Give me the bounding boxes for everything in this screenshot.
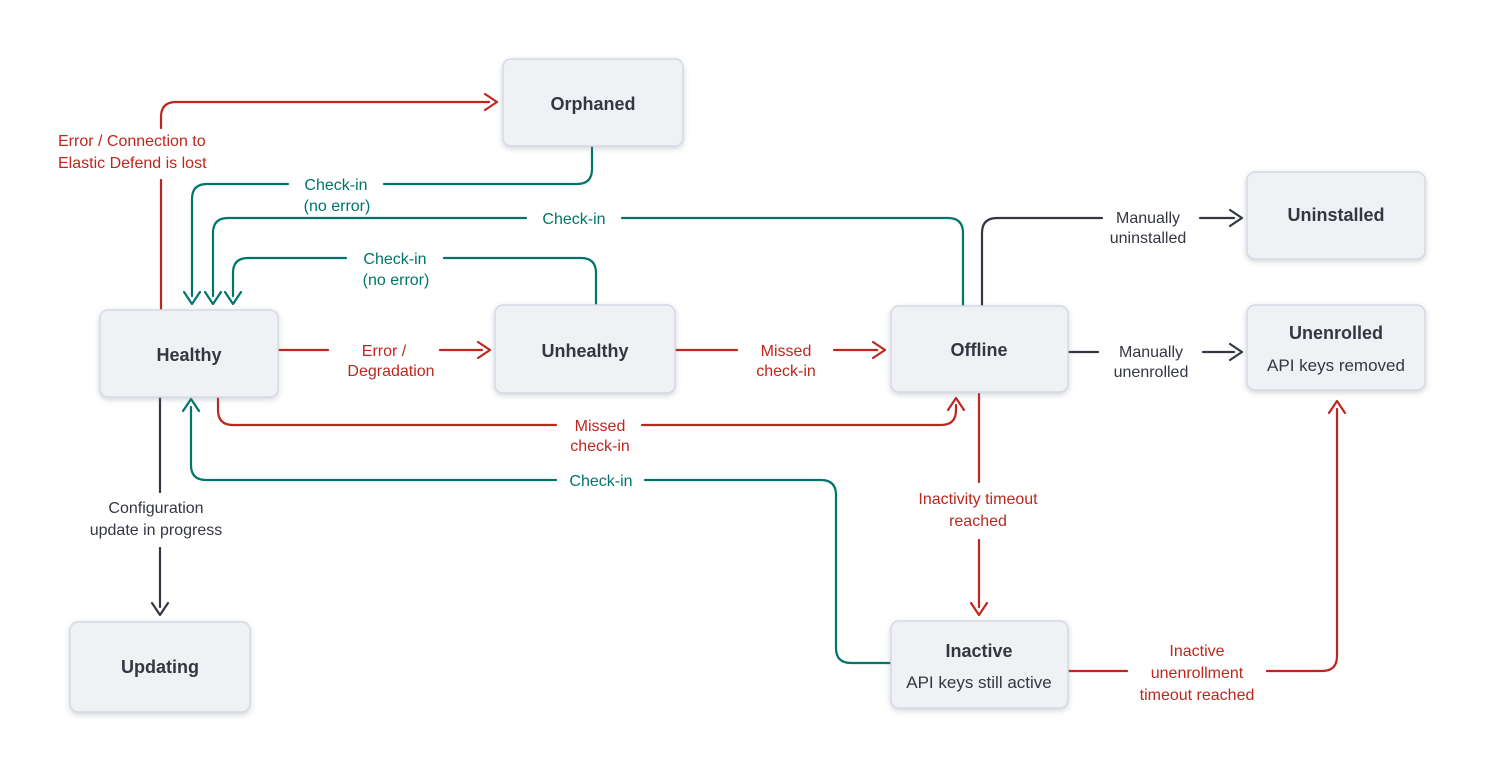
edge-offline-to-healthy: Check-in — [203, 211, 965, 308]
edge-label: check-in — [756, 363, 816, 380]
arrowhead-right-icon — [871, 340, 887, 360]
edge-label: (no error) — [363, 272, 430, 289]
state-node-unenrolled: Unenrolled API keys removed — [1246, 304, 1426, 391]
edge-label: timeout reached — [1140, 687, 1255, 704]
node-sublabel: API keys still active — [906, 673, 1052, 692]
arrowhead-down-icon — [223, 290, 243, 306]
edge-label: unenrollment — [1151, 665, 1244, 682]
edge-unhealthy-to-healthy: Check-in (no error) — [223, 251, 598, 307]
state-node-uninstalled: Uninstalled — [1246, 171, 1426, 260]
edge-line — [190, 182, 290, 298]
node-box — [1246, 304, 1426, 391]
edge-label: unenrolled — [1114, 364, 1189, 381]
edge-line — [159, 100, 491, 130]
edge-label: Degradation — [347, 363, 434, 380]
node-box — [494, 304, 676, 394]
edge-label: Manually — [1116, 210, 1180, 227]
edge-label: Check-in — [542, 211, 605, 228]
edge-line — [442, 256, 598, 307]
arrowhead-down-icon — [182, 290, 202, 306]
edge-line — [382, 144, 594, 186]
edge-label: Elastic Defend is lost — [58, 155, 207, 172]
node-label: Offline — [951, 340, 1008, 360]
arrowhead-up-icon — [181, 397, 201, 413]
edge-label: check-in — [570, 438, 630, 455]
state-node-offline: Offline — [890, 305, 1069, 393]
edge-label: Check-in — [363, 251, 426, 268]
edge-label: Manually — [1119, 344, 1183, 361]
node-sublabel: API keys removed — [1267, 356, 1405, 375]
arrowhead-up-icon — [946, 396, 966, 412]
arrowhead-up-icon — [1327, 399, 1347, 415]
edge-offline-to-inactive: Inactivity timeout reached — [918, 392, 1038, 617]
edge-line — [640, 403, 958, 427]
node-label: Unhealthy — [541, 341, 628, 361]
edge-healthy-to-unhealthy: Error / Degradation — [276, 340, 492, 380]
edge-orphaned-to-healthy: Check-in (no error) — [182, 144, 594, 306]
edge-label: reached — [949, 513, 1007, 530]
arrowhead-down-icon — [150, 601, 170, 617]
edge-label: (no error) — [304, 198, 371, 215]
node-box — [99, 309, 279, 398]
node-box — [890, 620, 1069, 709]
edge-line — [231, 256, 348, 298]
edge-inactive-to-unenrolled: Inactive unenrollment timeout reached — [1066, 399, 1347, 704]
arrowhead-down-icon — [203, 290, 223, 306]
node-label: Healthy — [156, 345, 221, 365]
state-node-healthy: Healthy — [99, 309, 279, 398]
edge-label: Error / — [362, 343, 407, 360]
edge-label: Missed — [575, 418, 626, 435]
node-box — [502, 58, 684, 147]
edge-line — [216, 395, 558, 427]
node-label: Orphaned — [550, 94, 635, 114]
node-box — [69, 621, 251, 713]
node-label: Unenrolled — [1289, 323, 1383, 343]
node-box — [890, 305, 1069, 393]
edge-label: update in progress — [90, 522, 223, 539]
edge-label: Check-in — [304, 177, 367, 194]
edge-offline-to-uninstalled: Manually uninstalled — [980, 208, 1244, 308]
edge-healthy-to-orphaned: Error / Connection to Elastic Defend is … — [58, 92, 499, 312]
state-node-updating: Updating — [69, 621, 251, 713]
arrowhead-right-icon — [483, 92, 499, 112]
edge-unhealthy-to-offline: Missed check-in — [673, 340, 887, 380]
state-node-orphaned: Orphaned — [502, 58, 684, 147]
node-label: Inactive — [945, 641, 1012, 661]
edge-line — [211, 216, 528, 298]
edge-line — [189, 405, 558, 482]
arrowhead-down-icon — [969, 601, 989, 617]
node-label: Updating — [121, 657, 199, 677]
edge-line — [1265, 407, 1339, 673]
edge-label: uninstalled — [1110, 230, 1187, 247]
node-label: Uninstalled — [1287, 205, 1384, 225]
edge-label: Configuration — [108, 500, 203, 517]
arrowhead-right-icon — [1228, 208, 1244, 228]
edge-label: Inactive — [1169, 643, 1224, 660]
arrowhead-right-icon — [1228, 342, 1244, 362]
edge-label: Missed — [761, 343, 812, 360]
edge-label: Check-in — [569, 473, 632, 490]
edge-line — [980, 216, 1104, 308]
edge-offline-to-unenrolled: Manually unenrolled — [1066, 342, 1244, 381]
edge-healthy-to-updating: Configuration update in progress — [90, 395, 223, 617]
edge-line — [620, 216, 965, 308]
state-node-unhealthy: Unhealthy — [494, 304, 676, 394]
state-node-inactive: Inactive API keys still active — [890, 620, 1069, 709]
edge-line — [643, 478, 893, 665]
edge-label: Error / Connection to — [58, 133, 206, 150]
node-box — [1246, 171, 1426, 260]
arrowhead-right-icon — [476, 340, 492, 360]
edge-label: Inactivity timeout — [918, 491, 1038, 508]
edge-healthy-to-offline: Missed check-in — [216, 395, 966, 455]
edge-inactive-to-healthy: Check-in — [181, 397, 893, 665]
